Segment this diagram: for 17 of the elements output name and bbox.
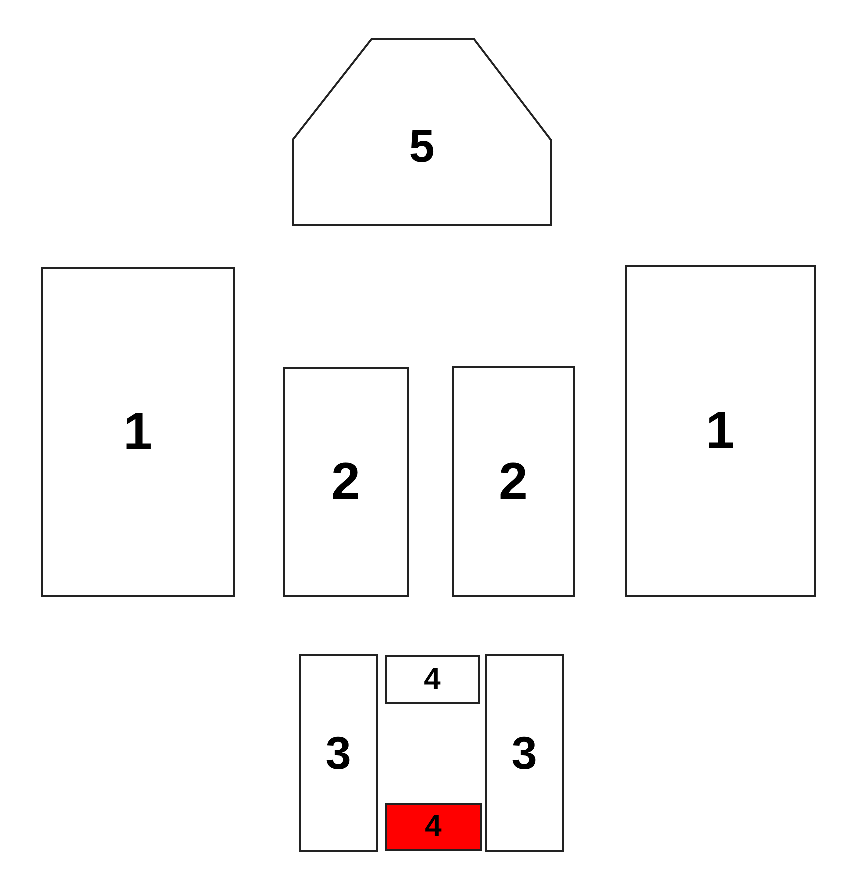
part-number: 1 (124, 406, 152, 458)
panel-box (283, 367, 409, 597)
panel-box (625, 265, 816, 597)
part-number: 4 (424, 664, 441, 694)
panel-box (452, 366, 575, 597)
part-number: 3 (512, 730, 538, 776)
part-number: 5 (409, 123, 435, 169)
panel-box (485, 654, 564, 852)
part-number: 3 (326, 730, 352, 776)
part-number: 4 (425, 812, 442, 842)
panel-box (385, 655, 480, 704)
part-number: 2 (332, 456, 360, 508)
panel-box (41, 267, 235, 597)
panel-box (385, 803, 482, 851)
part-number: 1 (706, 405, 735, 457)
panel-box (299, 654, 378, 852)
part-number: 2 (499, 456, 528, 508)
